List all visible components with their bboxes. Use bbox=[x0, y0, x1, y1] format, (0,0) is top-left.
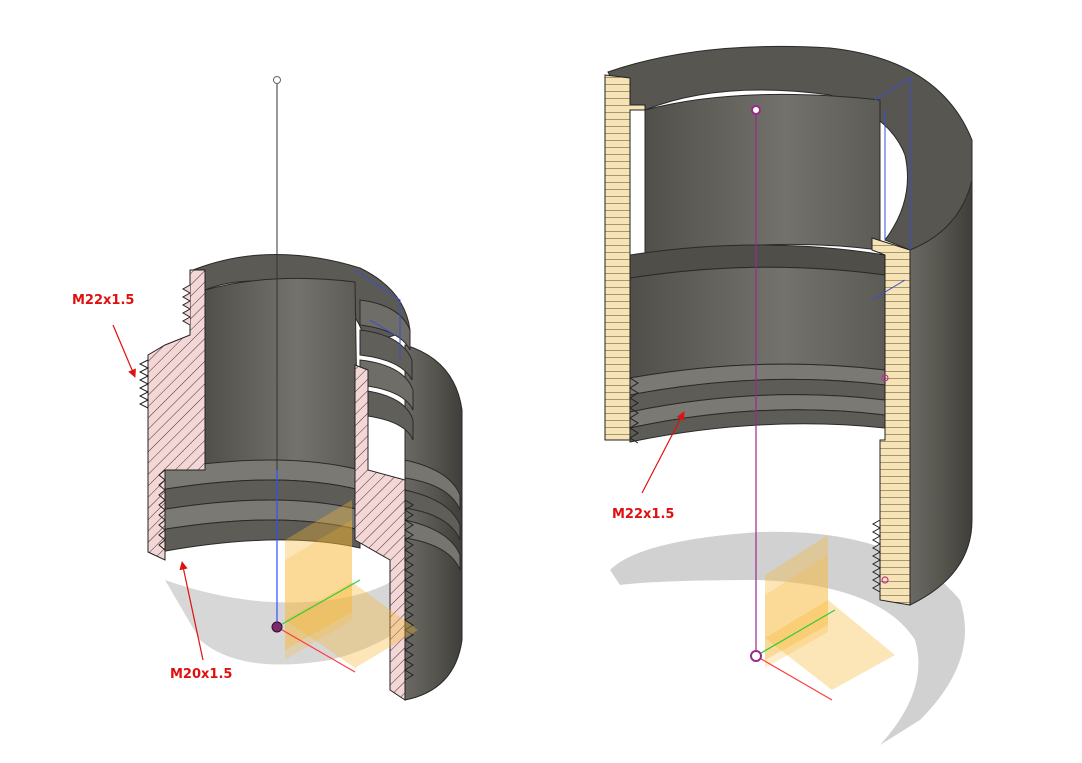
arrow-left-m20 bbox=[179, 561, 204, 661]
left-threaded-insert[interactable] bbox=[138, 76, 463, 701]
left-inner-bore-upper bbox=[204, 277, 359, 471]
right-axis-top-point bbox=[751, 105, 761, 115]
left-axis-top-point bbox=[273, 76, 281, 84]
left-lower-outer-threads bbox=[404, 459, 461, 571]
right-top-rim bbox=[607, 45, 973, 251]
right-sketch-point-a bbox=[881, 374, 889, 382]
arrow-left-m22 bbox=[112, 324, 136, 378]
right-section-left-wall bbox=[604, 74, 646, 441]
left-section-right-wall bbox=[354, 364, 406, 701]
annotation-arrows bbox=[112, 324, 685, 661]
left-upper-threads bbox=[359, 299, 414, 441]
right-section-left-teeth bbox=[629, 377, 639, 444]
left-sketch-lines bbox=[354, 269, 401, 360]
left-section-thread-teeth bbox=[138, 359, 150, 409]
right-section-right-teeth bbox=[871, 519, 882, 593]
right-origin-triad bbox=[750, 609, 836, 701]
left-thread-label-bottom: M20x1.5 bbox=[170, 667, 233, 682]
right-sketch-lines bbox=[871, 77, 911, 301]
left-section-upper-teeth bbox=[181, 284, 192, 326]
right-inner-bore-upper bbox=[644, 93, 881, 261]
right-inner-threads bbox=[629, 363, 886, 443]
right-shadow bbox=[610, 531, 965, 745]
left-section-inner-teeth bbox=[158, 469, 166, 551]
left-outer-body bbox=[404, 344, 463, 701]
right-origin-planes bbox=[765, 535, 895, 690]
right-sketch-point-b bbox=[881, 576, 889, 584]
left-origin-triad bbox=[271, 470, 361, 673]
right-section-right-wall bbox=[871, 237, 911, 606]
left-thread-label-top: M22x1.5 bbox=[72, 293, 135, 308]
arrow-right-m22 bbox=[641, 411, 685, 494]
right-thread-label: M22x1.5 bbox=[612, 507, 675, 522]
right-inner-bore-lower bbox=[629, 266, 886, 379]
left-section-right-teeth bbox=[404, 499, 414, 681]
right-threaded-cap[interactable] bbox=[604, 45, 973, 745]
